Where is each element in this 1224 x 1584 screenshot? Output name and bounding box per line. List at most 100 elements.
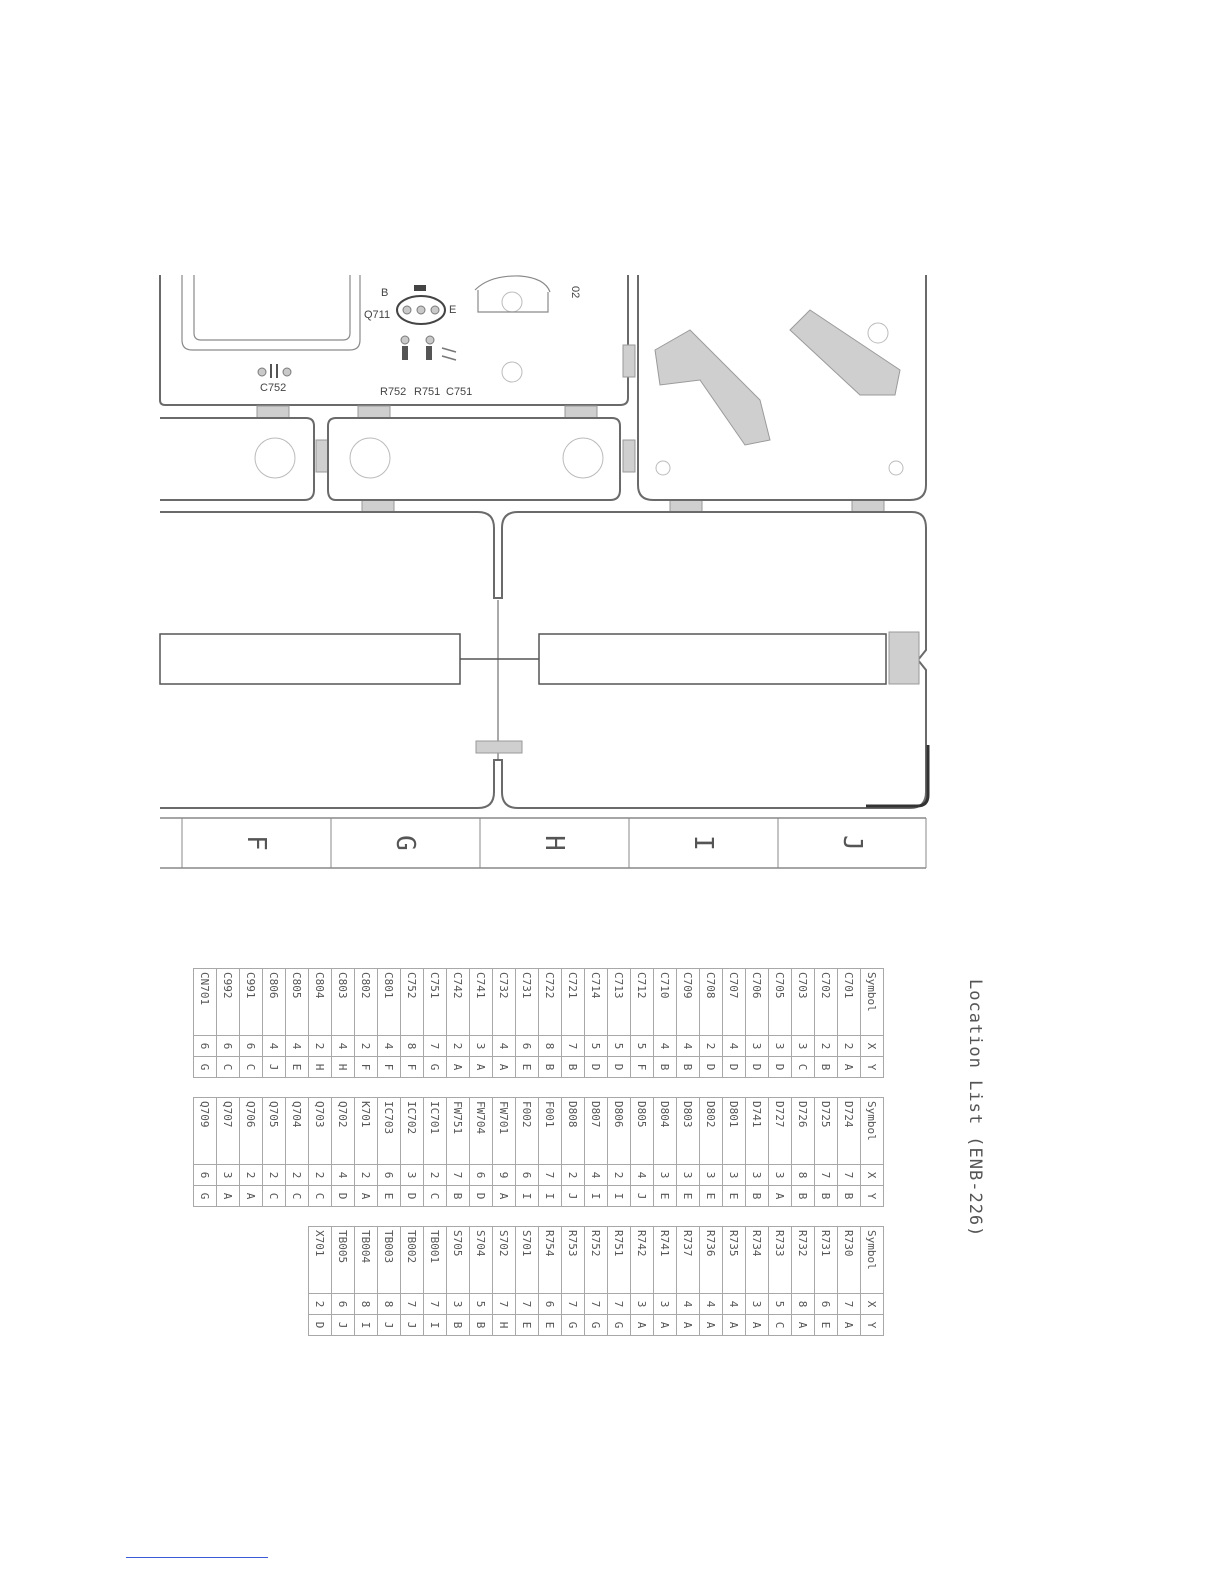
symbol-cell: R751 xyxy=(607,1226,631,1294)
symbol-cell: R736 xyxy=(699,1226,723,1294)
symbol-cell: C751 xyxy=(423,968,447,1036)
y-cell: F xyxy=(400,1056,424,1078)
x-cell: 4 xyxy=(285,1035,309,1057)
grid-column-f: F xyxy=(241,835,271,851)
symbol-cell: D725 xyxy=(814,1097,838,1165)
symbol-cell: C712 xyxy=(630,968,654,1036)
x-cell: 3 xyxy=(653,1164,677,1186)
x-cell: 6 xyxy=(814,1293,838,1315)
symbol-cell: R730 xyxy=(837,1226,861,1294)
y-cell: D xyxy=(745,1056,769,1078)
symbol-cell: C804 xyxy=(308,968,332,1036)
x-cell: 8 xyxy=(538,1035,562,1057)
y-cell: I xyxy=(423,1314,447,1336)
symbol-cell: D807 xyxy=(584,1097,608,1165)
symbol-cell: R733 xyxy=(768,1226,792,1294)
symbol-cell: C706 xyxy=(745,968,769,1036)
y-cell: E xyxy=(377,1185,401,1207)
x-cell: 3 xyxy=(791,1035,815,1057)
x-cell: 2 xyxy=(561,1164,585,1186)
y-cell: H xyxy=(308,1056,332,1078)
symbol-cell: C806 xyxy=(262,968,286,1036)
header-y: Y xyxy=(860,1056,884,1078)
symbol-cell: IC702 xyxy=(400,1097,424,1165)
x-cell: 7 xyxy=(515,1293,539,1315)
y-cell: A xyxy=(239,1185,263,1207)
symbol-cell: F002 xyxy=(515,1097,539,1165)
y-cell: B xyxy=(538,1056,562,1078)
symbol-cell: S705 xyxy=(446,1226,470,1294)
y-cell: B xyxy=(814,1185,838,1207)
symbol-cell: S704 xyxy=(469,1226,493,1294)
y-cell: E xyxy=(515,1056,539,1078)
x-cell: 6 xyxy=(515,1164,539,1186)
x-cell: 6 xyxy=(331,1293,355,1315)
x-cell: 7 xyxy=(446,1164,470,1186)
symbol-cell: Q703 xyxy=(308,1097,332,1165)
y-cell: E xyxy=(538,1314,562,1336)
x-cell: 5 xyxy=(607,1035,631,1057)
x-cell: 2 xyxy=(607,1164,631,1186)
r751-silkscreen: R751 xyxy=(414,386,440,398)
grid-column-g: G xyxy=(390,835,420,851)
q711-silkscreen: Q711 xyxy=(364,309,390,321)
symbol-cell: R732 xyxy=(791,1226,815,1294)
symbol-cell: C714 xyxy=(584,968,608,1036)
x-cell: 7 xyxy=(423,1293,447,1315)
y-cell: G xyxy=(584,1314,608,1336)
x-cell: 2 xyxy=(308,1035,332,1057)
symbol-cell: IC701 xyxy=(423,1097,447,1165)
symbol-cell: C802 xyxy=(354,968,378,1036)
y-cell: A xyxy=(216,1185,240,1207)
symbol-cell: D806 xyxy=(607,1097,631,1165)
x-cell: 4 xyxy=(676,1035,700,1057)
x-cell: 4 xyxy=(331,1035,355,1057)
header-symbol: Symbol xyxy=(860,968,884,1036)
y-cell: A xyxy=(837,1314,861,1336)
y-cell: B xyxy=(653,1056,677,1078)
y-cell: I xyxy=(538,1185,562,1207)
y-cell: B xyxy=(561,1056,585,1078)
y-cell: J xyxy=(377,1314,401,1336)
symbol-cell: C742 xyxy=(446,968,470,1036)
y-cell: F xyxy=(354,1056,378,1078)
y-cell: C xyxy=(262,1185,286,1207)
y-cell: A xyxy=(768,1185,792,1207)
x-cell: 6 xyxy=(377,1164,401,1186)
y-cell: A xyxy=(492,1056,516,1078)
footnote-rule xyxy=(126,1557,268,1558)
symbol-cell: C731 xyxy=(515,968,539,1036)
y-cell: A xyxy=(676,1314,700,1336)
symbol-cell: Q707 xyxy=(216,1097,240,1165)
symbol-cell: C991 xyxy=(239,968,263,1036)
